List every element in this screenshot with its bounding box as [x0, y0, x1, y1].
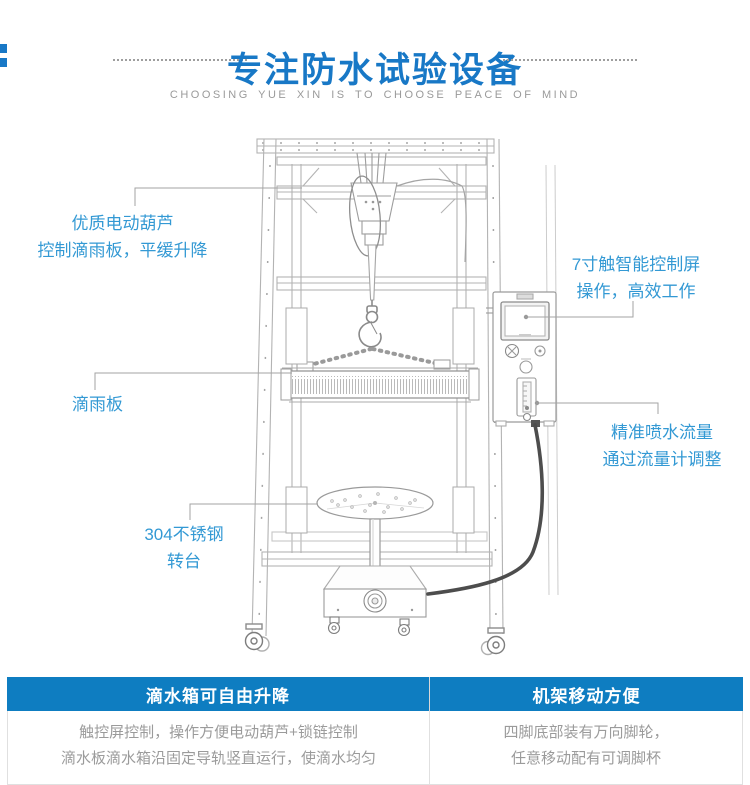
crane-hook [358, 300, 382, 348]
edge-decoration-square [0, 58, 7, 67]
frame-casters [244, 623, 506, 656]
page-subtitle: CHOOSING YUE XIN IS TO CHOOSE PEACE OF M… [169, 89, 581, 101]
feature-body-left: 触控屏控制，操作方便电动葫芦+锁链控制 滴水板滴水箱沿固定导轨竖直运行，使滴水均… [8, 711, 430, 784]
feature-table: 滴水箱可自由升降 机架移动方便 触控屏控制，操作方便电动葫芦+锁链控制 滴水板滴… [7, 677, 743, 785]
flow-meter [516, 377, 537, 422]
base-caster [327, 616, 411, 637]
callout-label-dripboard: 滴雨板 [72, 395, 123, 414]
rail-slider-brackets [285, 307, 475, 534]
edge-decoration-square [0, 44, 7, 53]
header-dotted-line-left [113, 59, 247, 61]
electric-hoist [349, 152, 467, 301]
callout-line-turntable [189, 503, 318, 520]
page-title: 专注防水试验设备 [226, 51, 523, 90]
feature-header-right: 机架移动方便 [532, 686, 641, 706]
callout-label-hoist: 优质电动葫芦 控制滴雨板，平缓升降 [37, 214, 208, 260]
panel-knobs [504, 343, 546, 374]
feature-body-right: 四脚底部装有万向脚轮， 任意移动配有可调脚杯 [503, 724, 669, 767]
callout-lines [94, 187, 659, 520]
touch-screen [500, 301, 550, 341]
callout-line-hoist [134, 187, 302, 206]
drip-board [280, 367, 480, 403]
feature-table-header-row: 滴水箱可自由升降 机架移动方便 [7, 677, 743, 711]
power-cable [426, 420, 545, 596]
feature-header-left: 滴水箱可自由升降 [7, 677, 430, 711]
callout-line-flow [537, 402, 659, 414]
callout-label-screen: 7寸触智能控制屏 操作，高效工作 [571, 255, 701, 301]
feature-table-body-row: 触控屏控制，操作方便电动葫芦+锁链控制 滴水板滴水箱沿固定导轨竖直运行，使滴水均… [7, 711, 743, 785]
base-box [322, 565, 428, 637]
callout-label-turntable: 304不锈钢 转台 [144, 525, 224, 571]
header-dotted-line-right [503, 59, 637, 61]
callout-line-screen [528, 301, 634, 318]
frame [251, 138, 504, 637]
callout-line-dripboard [94, 372, 292, 390]
control-panel [486, 291, 557, 427]
callout-label-flow: 精准喷水流量 通过流量计调整 [602, 423, 722, 469]
